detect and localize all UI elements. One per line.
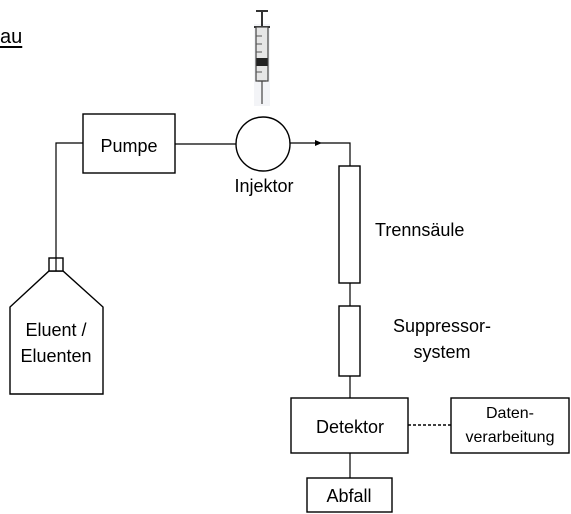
flow-arrow-icon (315, 140, 322, 146)
waste-label: Abfall (326, 486, 371, 506)
line-eluent-to-pump (56, 143, 83, 258)
suppressor-label-line1: Suppressor- (393, 316, 491, 336)
suppressor-label-line2: system (413, 342, 470, 362)
injector-label: Injektor (234, 176, 293, 196)
suppressor-box (339, 306, 360, 376)
syringe-icon (254, 11, 270, 106)
detector-label: Detektor (316, 417, 384, 437)
column-box (339, 166, 360, 283)
pump-label: Pumpe (100, 136, 157, 156)
eluent-label-line2: Eluenten (20, 346, 91, 366)
column-label: Trennsäule (375, 220, 464, 240)
data-processing-label-line1: Daten- (486, 405, 534, 422)
eluent-label-line1: Eluent / (25, 320, 86, 340)
injector-valve (236, 117, 290, 171)
data-processing-label-line2: verarbeitung (466, 429, 555, 446)
line-injector-to-column (290, 143, 350, 166)
